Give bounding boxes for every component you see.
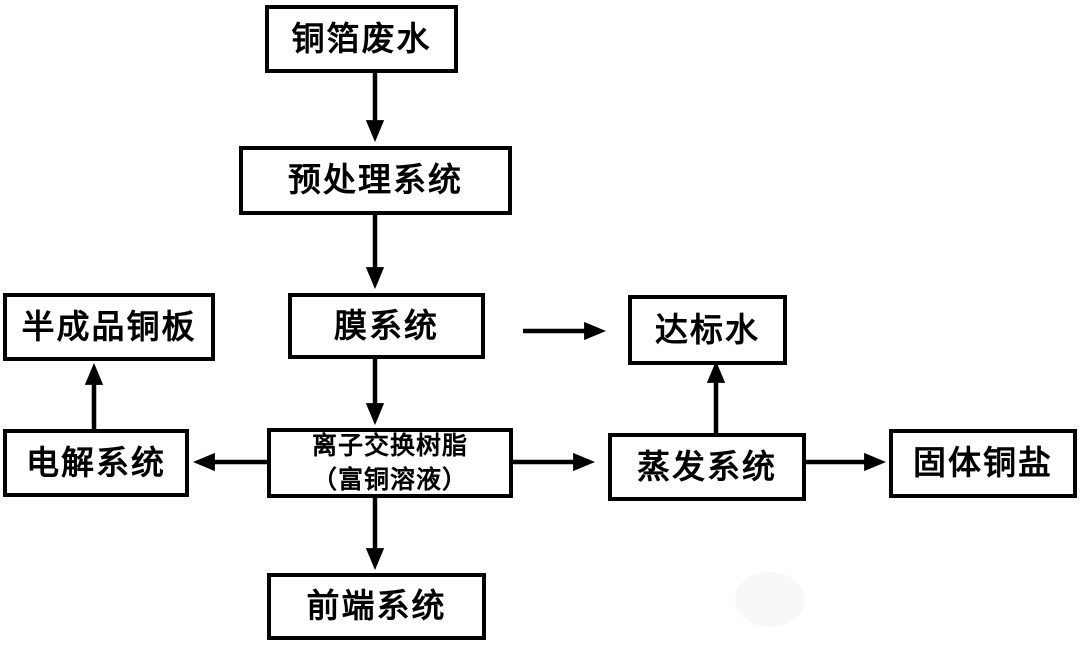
node-label-line2: （富铜溶液） — [311, 465, 468, 494]
node-label: 膜系统 — [334, 305, 439, 345]
node-pretreatment-system: 预处理系统 — [239, 146, 512, 215]
node-label: 达标水 — [655, 309, 760, 349]
watermark-smudge — [735, 572, 805, 627]
node-label: 铜箔废水 — [291, 18, 432, 58]
node-front-end-system: 前端系统 — [267, 573, 486, 640]
node-label-line1: 离子交换树脂 — [311, 431, 468, 461]
node-qualified-water: 达标水 — [628, 295, 787, 365]
node-label: 蒸发系统 — [637, 446, 777, 486]
node-solid-copper-salt: 固体铜盐 — [889, 429, 1077, 498]
node-ion-exchange-resin: 离子交换树脂 （富铜溶液） — [267, 428, 513, 498]
node-label: 半成品铜板 — [21, 306, 197, 346]
node-semi-finished-copper-plate: 半成品铜板 — [3, 293, 215, 361]
node-evaporation-system: 蒸发系统 — [608, 433, 806, 501]
node-label: 前端系统 — [306, 586, 447, 626]
node-copper-foil-wastewater: 铜箔废水 — [265, 5, 458, 73]
node-electrolysis-system: 电解系统 — [3, 429, 189, 497]
node-label: 预处理系统 — [288, 160, 463, 200]
node-membrane-system: 膜系统 — [288, 293, 485, 359]
node-label: 电解系统 — [26, 442, 166, 482]
node-label: 固体铜盐 — [913, 443, 1053, 483]
